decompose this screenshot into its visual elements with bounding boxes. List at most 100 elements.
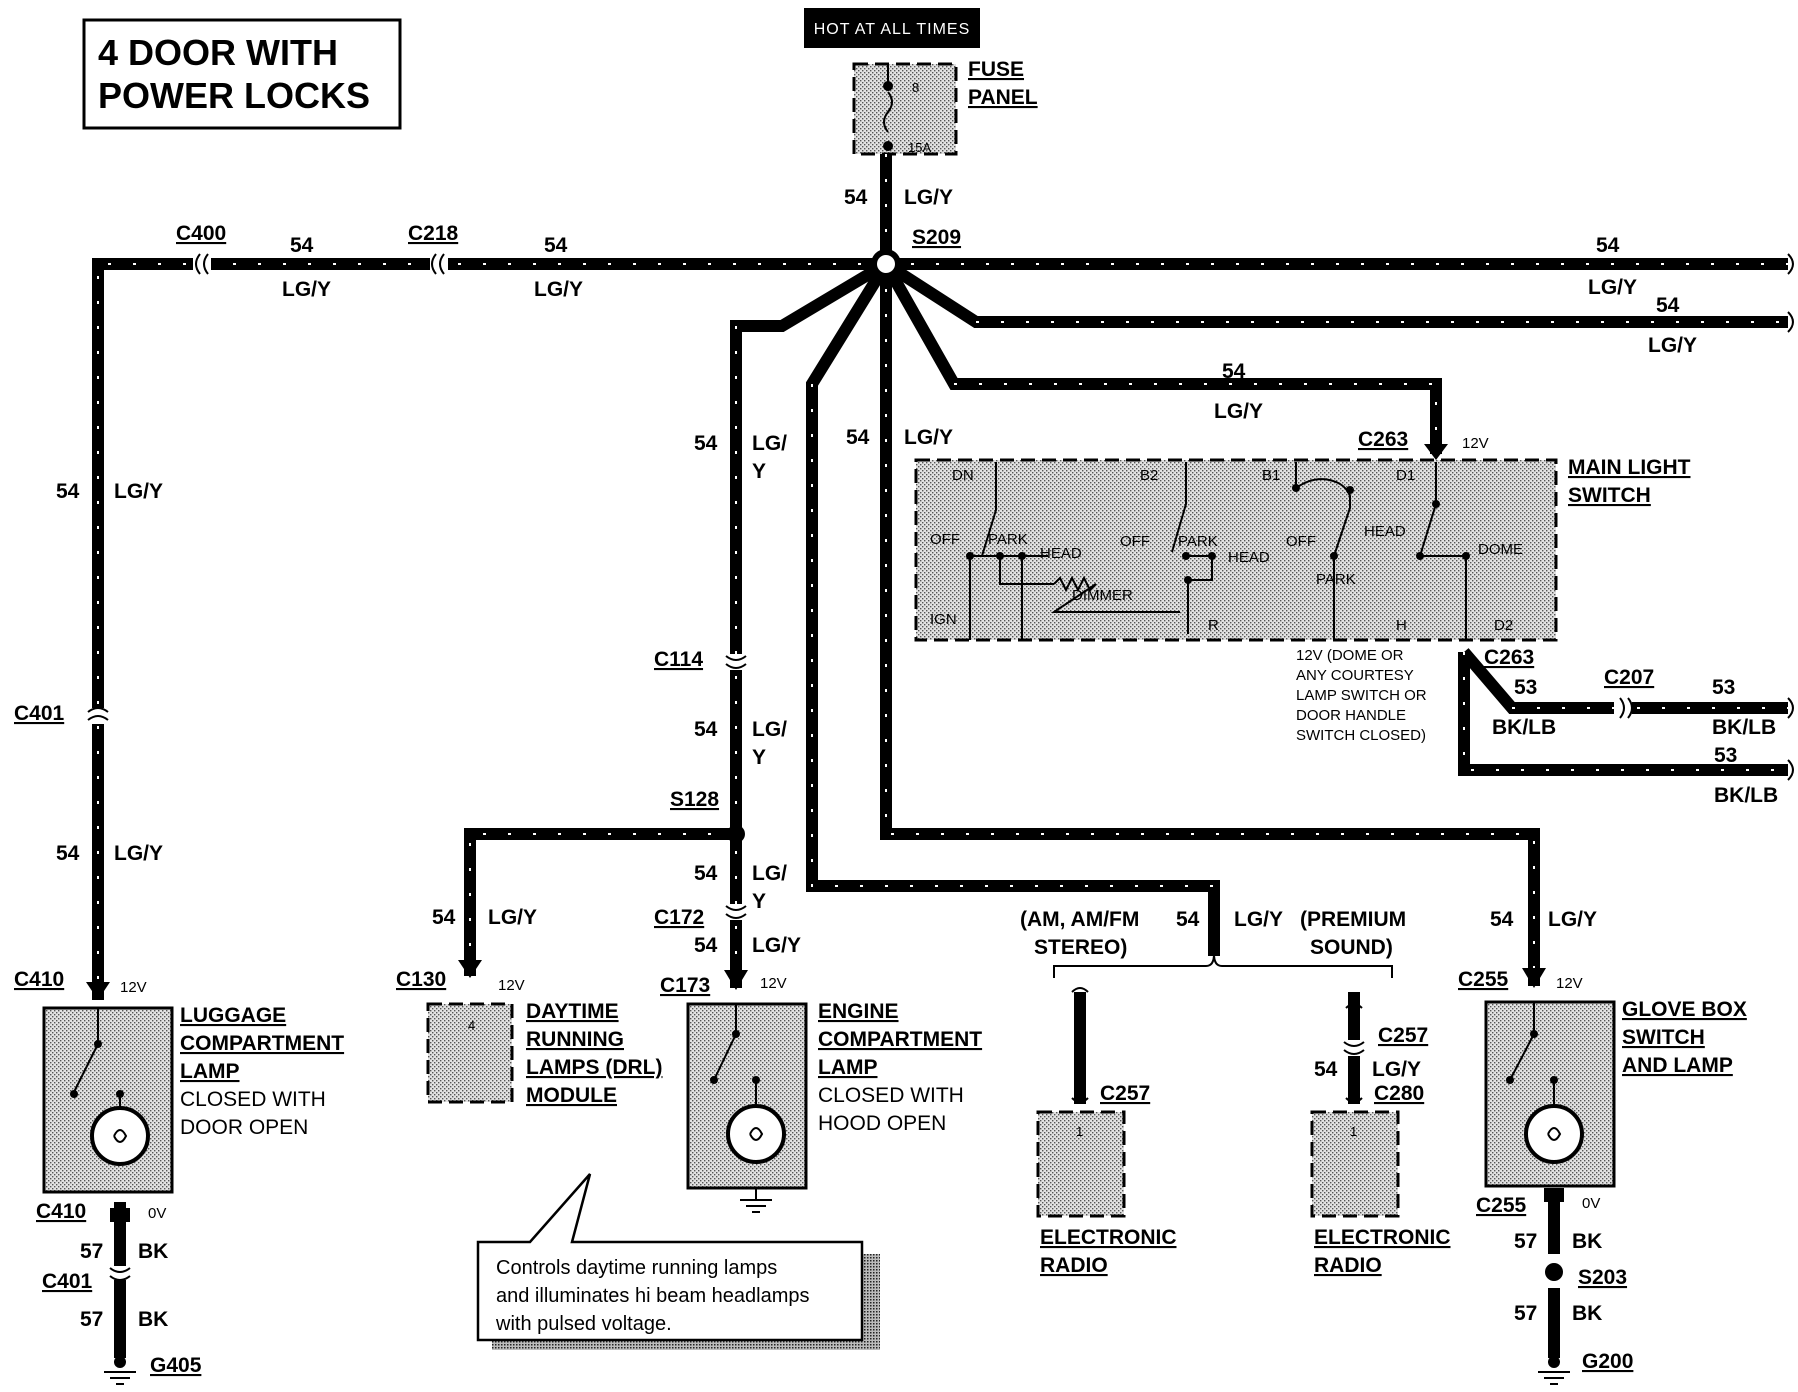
w54-drl-3: 54 <box>694 862 718 885</box>
label-g405: G405 <box>150 1354 202 1377</box>
wbk-luggage-1: BK <box>138 1240 168 1263</box>
luggage-compartment-lamp: LUGGAGE COMPARTMENT LAMP CLOSED WITH DOO… <box>42 1004 344 1194</box>
wlgy-right-2: LG/Y <box>1648 334 1697 357</box>
title-box: 4 DOOR WITH POWER LOCKS <box>82 18 402 130</box>
wlgy-radio-premium: LG/Y <box>1372 1058 1421 1081</box>
am-stereo-label-2: STEREO) <box>1034 936 1127 959</box>
w53-3: 53 <box>1714 744 1737 767</box>
electronic-radio-premium: 1 ELECTRONIC RADIO <box>1310 1110 1451 1277</box>
label-c114: C114 <box>654 648 703 671</box>
v12-glove: 12V <box>1556 975 1583 992</box>
w53-2: 53 <box>1712 676 1735 699</box>
switch-park-3: PARK <box>1316 571 1356 588</box>
fuse-rating: 15A <box>908 140 931 155</box>
pin-ign: IGN <box>930 611 957 628</box>
callout-line-3: with pulsed voltage. <box>495 1313 672 1335</box>
electronic-radio-am: 1 ELECTRONIC RADIO <box>1036 1110 1177 1277</box>
drl-module: 4 DAYTIME RUNNING LAMPS (DRL) MODULE <box>426 1000 662 1107</box>
w54-radio: 54 <box>1176 908 1200 931</box>
dome-note-4: DOOR HANDLE <box>1296 707 1406 724</box>
w57-luggage-2: 57 <box>80 1308 103 1331</box>
wire-labels: 54 LG/Y 54 LG/Y 54 LG/Y 54 LG/Y 54 LG/Y … <box>56 186 1778 1331</box>
wlg-drl-3: LG/ <box>752 862 787 885</box>
v0-luggage: 0V <box>148 1205 166 1222</box>
drl-label-2: RUNNING <box>526 1028 624 1051</box>
pin-d1: D1 <box>1396 467 1415 484</box>
w54-mid: 54 <box>846 426 870 449</box>
engine-label-2: COMPARTMENT <box>818 1028 982 1051</box>
luggage-label-3: LAMP <box>180 1060 240 1083</box>
dome-note-3: LAMP SWITCH OR <box>1296 687 1427 704</box>
pin-b1: B1 <box>1262 467 1280 484</box>
pin-d2: D2 <box>1494 617 1513 634</box>
pin-r: R <box>1208 617 1219 634</box>
v12-main-switch: 12V <box>1462 435 1489 452</box>
wbk-glove-2: BK <box>1572 1302 1602 1325</box>
wbklb-1: BK/LB <box>1492 716 1556 739</box>
fuse-number: 8 <box>912 80 919 95</box>
switch-head-3: HEAD <box>1364 523 1406 540</box>
fuse-panel-label-1: FUSE <box>968 58 1024 81</box>
w57-glove-1: 57 <box>1514 1230 1537 1253</box>
luggage-label-5: DOOR OPEN <box>180 1116 308 1139</box>
wbk-glove-1: BK <box>1572 1230 1602 1253</box>
wbklb-2: BK/LB <box>1712 716 1776 739</box>
wlgy-mid: LG/Y <box>904 426 953 449</box>
ground-g200 <box>1538 1356 1570 1385</box>
label-s128: S128 <box>670 788 719 811</box>
w54-c400: 54 <box>290 234 314 257</box>
w54-c218: 54 <box>544 234 568 257</box>
w57-glove-2: 57 <box>1514 1302 1537 1325</box>
engine-label-3: LAMP <box>818 1056 878 1079</box>
main-light-switch-label-2: SWITCH <box>1568 484 1651 507</box>
label-c280: C280 <box>1374 1082 1424 1105</box>
w54-engine: 54 <box>694 934 718 957</box>
wbklb-3: BK/LB <box>1714 784 1778 807</box>
glove-label-1: GLOVE BOX <box>1622 998 1747 1021</box>
w54-left-2: 54 <box>56 842 80 865</box>
label-c257-am: C257 <box>1100 1082 1150 1105</box>
switch-dome: DOME <box>1478 541 1523 558</box>
v12-luggage: 12V <box>120 979 147 996</box>
wlg-drl-1: LG/ <box>752 432 787 455</box>
radio-premium-pin: 1 <box>1350 1124 1357 1139</box>
label-c410-top: C410 <box>14 968 64 991</box>
wy-drl-3: Y <box>752 890 766 913</box>
label-s209: S209 <box>912 226 961 249</box>
engine-compartment-lamp: ENGINE COMPARTMENT LAMP CLOSED WITH HOOD… <box>686 1000 982 1213</box>
w54-glove: 54 <box>1490 908 1514 931</box>
glove-box-switch-lamp: GLOVE BOX SWITCH AND LAMP <box>1484 998 1747 1188</box>
label-c207: C207 <box>1604 666 1654 689</box>
label-s203: S203 <box>1578 1266 1627 1289</box>
main-light-switch-label-1: MAIN LIGHT <box>1568 456 1691 479</box>
wlgy-glove: LG/Y <box>1548 908 1597 931</box>
w54-switch-feed: 54 <box>1222 360 1246 383</box>
label-c255-bottom: C255 <box>1476 1194 1527 1217</box>
drl-label-1: DAYTIME <box>526 1000 619 1023</box>
radio-premium-label-1: ELECTRONIC <box>1314 1226 1451 1249</box>
engine-label-4: CLOSED WITH <box>818 1084 964 1107</box>
wlgy-right-1: LG/Y <box>1588 276 1637 299</box>
dome-note-2: ANY COURTESY <box>1296 667 1414 684</box>
dome-note-1: 12V (DOME OR <box>1296 647 1404 664</box>
switch-off-2: OFF <box>1120 533 1150 550</box>
main-light-switch: MAIN LIGHT SWITCH DN B2 B1 D1 OFF PARK H… <box>914 456 1691 642</box>
wlgy-c218: LG/Y <box>534 278 583 301</box>
arrow-heads <box>86 444 1546 1000</box>
premium-label-1: (PREMIUM <box>1300 908 1406 931</box>
switch-head-2: HEAD <box>1228 549 1270 566</box>
drl-label-3: LAMPS (DRL) <box>526 1056 662 1079</box>
w53-1: 53 <box>1514 676 1537 699</box>
label-c218: C218 <box>408 222 459 245</box>
wlgy-left-1: LG/Y <box>114 480 163 503</box>
wlgy-drl-module: LG/Y <box>488 906 537 929</box>
wlg-drl-2: LG/ <box>752 718 787 741</box>
wlgy-c400: LG/Y <box>282 278 331 301</box>
premium-label-2: SOUND) <box>1310 936 1393 959</box>
switch-off-1: OFF <box>930 531 960 548</box>
label-c257-premium: C257 <box>1378 1024 1428 1047</box>
wlgy-switch-feed: LG/Y <box>1214 400 1263 423</box>
fuse-panel-label-2: PANEL <box>968 86 1038 109</box>
wlgy-radio: LG/Y <box>1234 908 1283 931</box>
